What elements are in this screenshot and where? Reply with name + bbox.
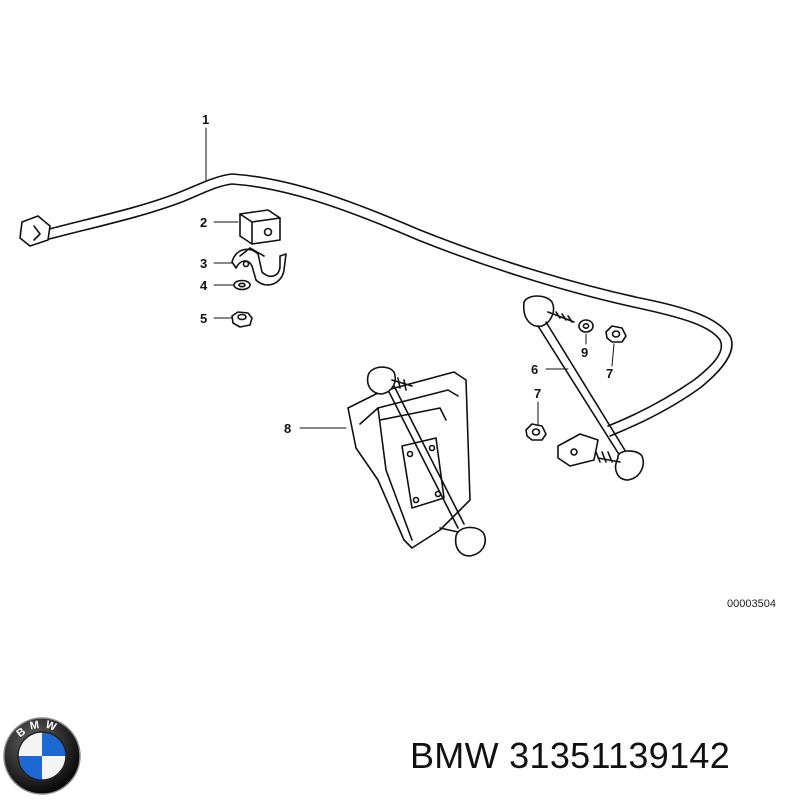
callout-leader-lines bbox=[205, 127, 615, 429]
callout-9: 9 bbox=[581, 345, 588, 360]
bmw-logo: BMW bbox=[3, 717, 81, 795]
callout-8: 8 bbox=[284, 421, 291, 436]
callout-5: 5 bbox=[200, 311, 207, 326]
callout-2: 2 bbox=[200, 215, 207, 230]
callout-4: 4 bbox=[200, 278, 208, 293]
diagram-reference-code: 00003504 bbox=[727, 598, 776, 610]
washer-right bbox=[578, 319, 594, 333]
part-number-label: BMW 31351139142 bbox=[410, 735, 731, 776]
callout-6: 6 bbox=[531, 362, 538, 377]
callout-3: 3 bbox=[200, 256, 207, 271]
hex-nut-right-upper bbox=[605, 325, 627, 343]
hex-nut bbox=[231, 311, 253, 328]
stabilizer-link-right bbox=[522, 295, 644, 481]
link-bracket-assembly bbox=[347, 366, 486, 557]
hex-nut-right-lower bbox=[525, 423, 547, 441]
callout-7-lower: 7 bbox=[534, 386, 541, 401]
stabilizer-bar bbox=[19, 173, 733, 437]
callout-1: 1 bbox=[202, 112, 209, 127]
callout-7-upper: 7 bbox=[606, 366, 613, 381]
rubber-mounting-bush bbox=[239, 209, 281, 245]
bracket-clamp bbox=[231, 247, 287, 286]
washer bbox=[233, 279, 251, 291]
